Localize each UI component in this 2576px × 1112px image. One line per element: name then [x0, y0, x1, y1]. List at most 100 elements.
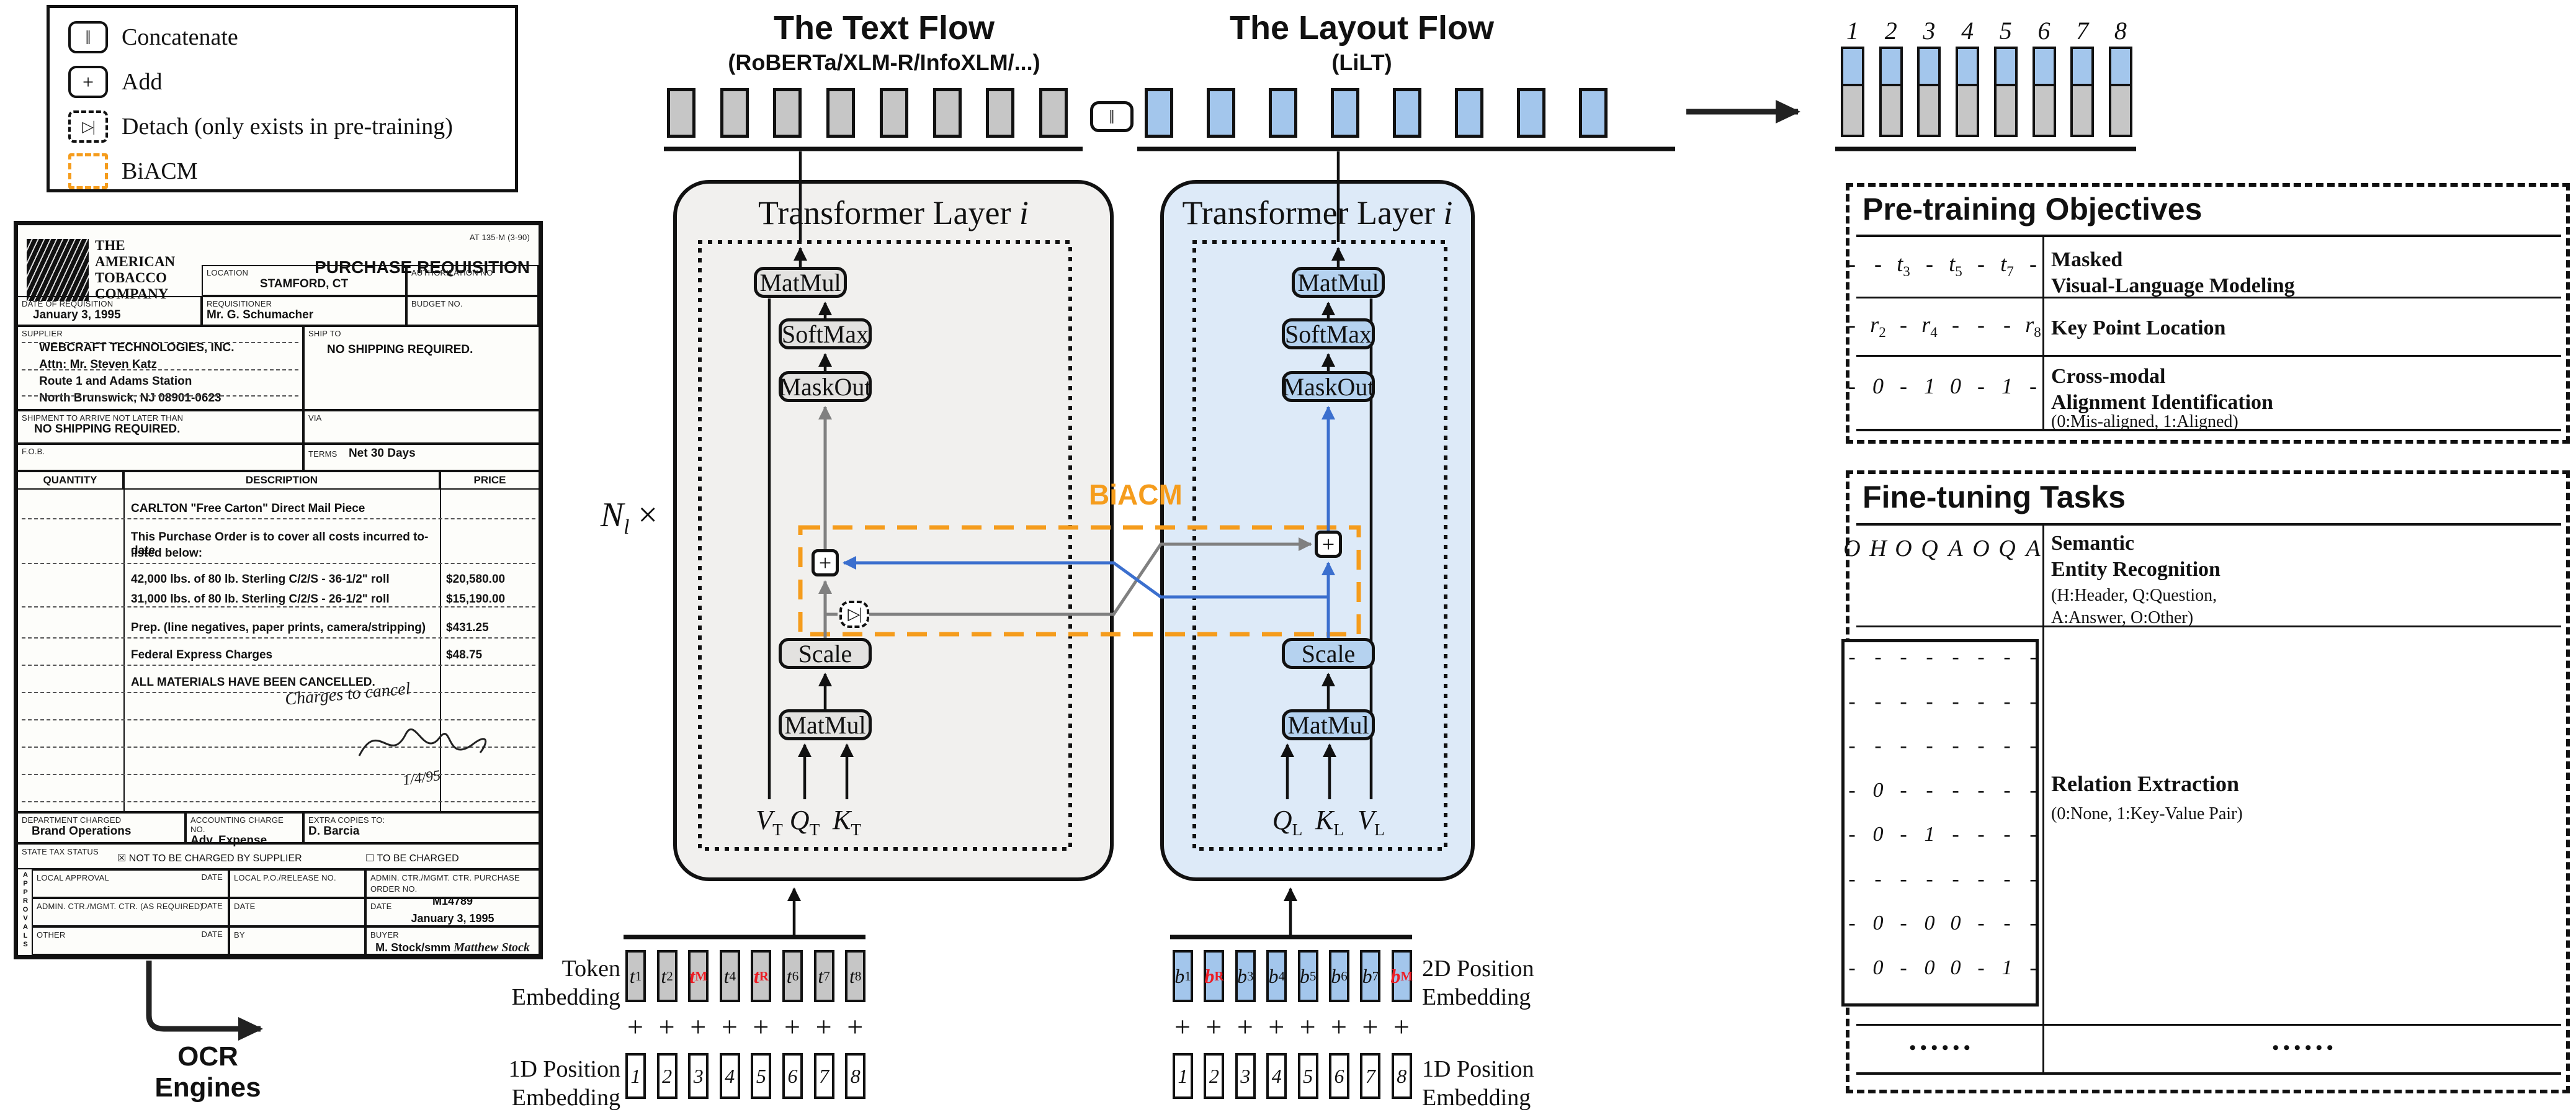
document-title: PURCHASE REQUISITION [315, 258, 530, 277]
objective-cell: - [2029, 374, 2037, 398]
dashed-line [22, 395, 298, 397]
objective-cell: 0 [1872, 374, 1884, 398]
objective-cell: - [2003, 312, 2011, 337]
approval-cell: DATE [229, 898, 365, 926]
dashed-line [22, 637, 535, 639]
text-part [1993, 86, 2018, 137]
fused-vector-column [2108, 47, 2132, 137]
matrix-cell: - [1900, 778, 1907, 802]
matrix-cell: - [1848, 734, 1856, 757]
objective-cell: - [1977, 251, 1985, 276]
matrix-cell: - [1874, 734, 1882, 757]
matrix-cell: - [1977, 689, 1985, 713]
layout-output-vector [1455, 88, 1483, 138]
approvals-letter: S [23, 941, 28, 948]
detach-icon: ▷| [68, 110, 108, 143]
plus-sign: + [753, 1011, 769, 1042]
dashed-line [22, 801, 535, 802]
plus-sign: + [1362, 1011, 1379, 1042]
text-add-box: + [812, 549, 839, 576]
supplier-line: WEBCRAFT TECHNOLOGIES, INC. [39, 341, 235, 354]
field-value: Mr. G. Schumacher [207, 308, 314, 321]
matrix-cell: 0 [1924, 956, 1935, 979]
layout-part [1879, 47, 1903, 86]
supplier-line: Attn: Mr. Steven Katz [39, 358, 158, 371]
via-cell: VIA [303, 410, 539, 444]
fused-vector-column [1993, 47, 2018, 137]
fused-vector-column [2032, 47, 2056, 137]
objective-cell: 0 [1950, 374, 1961, 398]
matrix-cell: - [1952, 689, 1959, 713]
matrix-cell: - [2003, 823, 2011, 846]
legend-item: ▷|Detach (only exists in pre-training) [68, 105, 453, 148]
matrix-cell: - [1977, 823, 1985, 846]
layout-flow-title: The Layout Flow [1230, 9, 1494, 47]
matrix-cell: - [2029, 823, 2037, 846]
objective-cell: - [1848, 312, 1856, 337]
legend-item-label: Concatenate [122, 24, 238, 50]
matrix-cell: 0 [1950, 912, 1961, 935]
item-price: $48.75 [446, 648, 483, 661]
approvals-letter: L [23, 932, 28, 939]
table-line [440, 490, 441, 812]
field-label: DATE [201, 872, 223, 882]
pos1d-embedding-box: 1 [1173, 1053, 1193, 1099]
layer-count-label: Nl × [577, 495, 658, 539]
text-maskout-box: MaskOut [779, 371, 872, 402]
price-header: PRICE [440, 471, 539, 490]
approvals-letter: R [23, 897, 28, 905]
field-value: D. Barcia [308, 825, 360, 838]
text-output-vector [667, 88, 695, 138]
matrix-cell: - [1926, 734, 1933, 757]
field-value: NO SHIPPING REQUIRED. [327, 343, 473, 356]
layout-output-vector [1517, 88, 1545, 138]
dashed-line [22, 719, 535, 720]
layout-maskout-box: MaskOut [1282, 371, 1375, 402]
layout-matmul-bottom-box: MatMul [1282, 709, 1375, 740]
pos1d-right-label: 1D Position Embedding [1422, 1055, 1608, 1112]
table-rule [1856, 1072, 2561, 1075]
fused-vector-column [1879, 47, 1903, 137]
matrix-cell: - [2003, 867, 2011, 890]
layout-q-input-label: QL [1272, 805, 1303, 839]
fused-vector-column [1956, 47, 1980, 137]
cai-label: Alignment Identification [2051, 391, 2273, 414]
matrix-cell: - [1952, 645, 1959, 668]
dashed-line [22, 747, 535, 748]
approvals-letter: A [23, 871, 28, 879]
plus-sign: + [784, 1011, 800, 1042]
label-line: 1D Position [1422, 1056, 1534, 1082]
fob-cell: F.O.B. [18, 444, 303, 471]
ser-note: (H:Header, Q:Question, [2051, 586, 2217, 605]
legend-box: ‖Concatenate+Add▷|Detach (only exists in… [47, 5, 518, 192]
pos1d-embedding-box: 6 [1329, 1053, 1349, 1099]
matrix-cell: - [2003, 912, 2011, 935]
column-number: 7 [2076, 17, 2089, 45]
kpl-label: Key Point Location [2051, 316, 2226, 339]
matrix-cell: - [1952, 867, 1959, 890]
objective-cell: t7 [2000, 251, 2014, 280]
label-line: Embedding [511, 984, 620, 1010]
layout-v-input-label: VL [1357, 805, 1385, 839]
field-label: ADMIN. CTR./MGMT. CTR. (AS REQUIRED) [37, 902, 203, 911]
layout-output-vector [1579, 88, 1608, 138]
biacm-icon [68, 153, 108, 189]
pos1d-left-label: 1D Position Embedding [469, 1055, 620, 1112]
plus-sign: + [847, 1011, 864, 1042]
qty-header: QUANTITY [18, 471, 123, 490]
biacm-label: BiACM [1089, 478, 1183, 511]
objective-cell: t3 [1897, 251, 1910, 280]
field-label: DATE [201, 901, 223, 910]
text-part [1841, 86, 1864, 137]
matrix-cell: - [1848, 823, 1856, 846]
ocr-engines-label: OCR Engines [154, 1041, 261, 1103]
field-label: OTHER [37, 930, 66, 939]
pos1d-embedding-box: 7 [1360, 1053, 1381, 1099]
pos1d-embedding-box: 4 [719, 1053, 740, 1099]
